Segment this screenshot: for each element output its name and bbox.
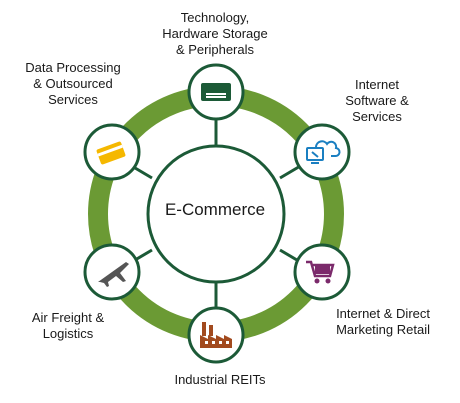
credit-card-icon — [96, 141, 126, 165]
label-internet-retail: Internet & Direct Marketing Retail — [336, 306, 430, 337]
factory-icon — [200, 322, 232, 348]
center-label: E-Commerce — [164, 200, 266, 219]
label-internet-software: Internet Software & Services — [345, 77, 409, 124]
node-industrial-reits — [187, 306, 245, 364]
node-technology — [187, 63, 245, 121]
label-data-processing: Data Processing & Outsourced Services — [25, 60, 121, 107]
cloud-monitor-icon — [306, 140, 341, 164]
node-data-processing — [83, 123, 141, 181]
node-air-freight — [83, 243, 141, 301]
node-internet-retail — [293, 243, 351, 301]
shopping-cart-icon — [306, 260, 335, 284]
label-air-freight: Air Freight & Logistics — [31, 310, 105, 341]
airplane-icon — [98, 262, 129, 287]
node-internet-software — [293, 123, 351, 181]
center-hub — [146, 144, 286, 284]
hard-drive-icon — [201, 83, 231, 101]
label-technology: Technology, Hardware Storage & Periphera… — [162, 10, 268, 57]
label-industrial-reits: Industrial REITs — [174, 372, 266, 387]
